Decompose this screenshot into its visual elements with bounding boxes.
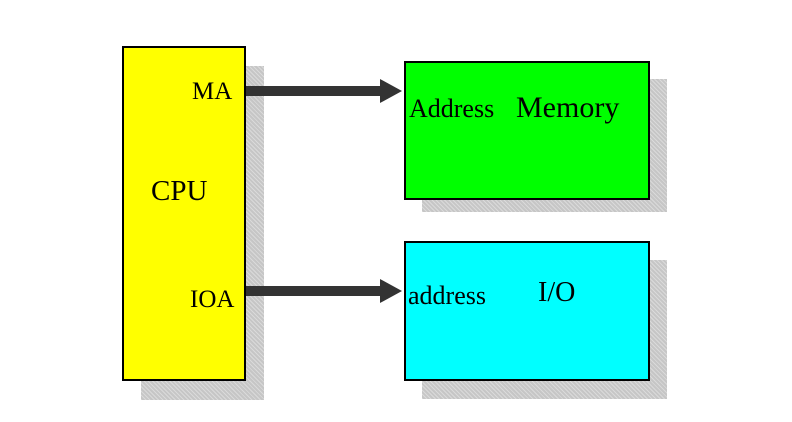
ioa-to-io-arrow [246, 278, 404, 304]
ma-arrow-shaft [246, 86, 382, 96]
memory-title: Memory [516, 91, 620, 124]
ma-to-memory-arrow [246, 78, 404, 104]
io-address-label: address [408, 281, 486, 310]
ioa-arrow-head [380, 279, 402, 303]
cpu-box: CPU MA IOA [122, 46, 246, 381]
cpu-title: CPU [151, 175, 208, 207]
ma-arrow-head [380, 79, 402, 103]
memory-address-label: Address [409, 94, 495, 123]
ioa-arrow-shaft [246, 286, 382, 296]
cpu-ioa-label: IOA [190, 286, 235, 313]
io-box: address I/O [404, 241, 650, 381]
io-title: I/O [538, 277, 576, 308]
memory-box: Address Memory [404, 61, 650, 200]
cpu-ma-label: MA [192, 78, 233, 105]
